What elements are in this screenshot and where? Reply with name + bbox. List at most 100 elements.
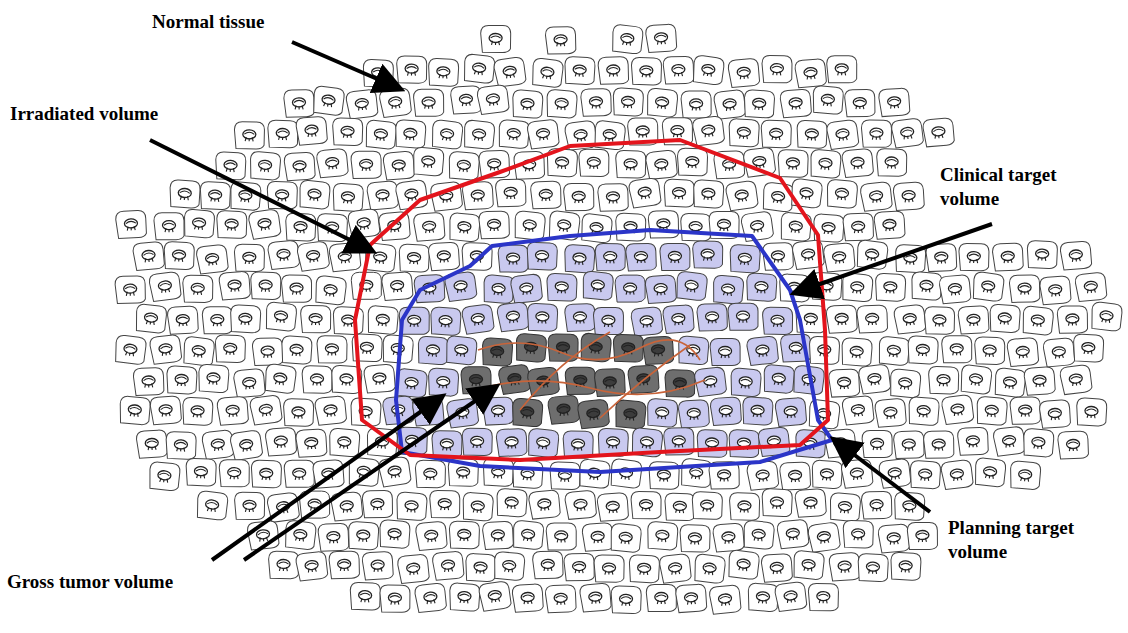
cell [546, 523, 576, 550]
nucleus-detail [309, 191, 320, 201]
nucleus-detail [360, 593, 370, 602]
cell [796, 120, 828, 149]
cell [332, 306, 363, 334]
nucleus-detail [704, 565, 715, 575]
cell-membrane [493, 57, 526, 88]
cell [580, 213, 613, 244]
cell-membrane [1039, 400, 1071, 429]
cell-membrane [809, 149, 841, 179]
nucleus-detail [126, 221, 136, 230]
nucleus-detail [147, 441, 157, 451]
nucleus-detail [818, 594, 828, 603]
cell-membrane [136, 430, 167, 459]
cell [746, 461, 779, 491]
ctv-outline [396, 230, 832, 472]
cell-membrane [826, 119, 859, 149]
cell-membrane [233, 368, 265, 397]
nucleus-detail [641, 439, 652, 449]
cell [696, 429, 727, 457]
nucleus-detail [591, 99, 601, 108]
cell [136, 430, 167, 459]
cell-membrane [928, 366, 959, 394]
cell [398, 244, 429, 273]
nucleus-detail [707, 314, 717, 323]
cell-membrane [1058, 431, 1089, 459]
nucleus-detail [129, 407, 140, 417]
cell [350, 582, 381, 610]
cell-membrane [725, 180, 758, 211]
cell [512, 584, 543, 613]
nucleus-detail [756, 284, 767, 294]
nucleus-detail [260, 283, 270, 292]
nucleus-detail [539, 501, 550, 511]
cell [664, 493, 695, 521]
cell-membrane [580, 213, 613, 244]
cell-membrane [974, 457, 1007, 487]
cell-membrane [462, 492, 494, 522]
cell-membrane [219, 271, 251, 300]
cell-membrane [909, 460, 941, 489]
cell [215, 335, 246, 363]
cell-membrane [250, 272, 281, 300]
cell [692, 179, 724, 208]
cell-membrane [1010, 397, 1040, 424]
nucleus-detail [984, 469, 995, 479]
nucleus-detail [227, 407, 238, 417]
cell [646, 88, 679, 118]
cell-membrane [495, 179, 526, 207]
nucleus-detail [406, 503, 417, 513]
cell [185, 458, 216, 486]
cell-membrane [317, 336, 348, 364]
nucleus-detail [537, 439, 548, 449]
cell-membrane [201, 429, 234, 459]
cell [448, 583, 480, 612]
nucleus-detail [306, 440, 317, 450]
cell-membrane [267, 240, 299, 270]
nucleus-detail [508, 131, 519, 141]
cell-membrane [182, 336, 215, 367]
cell [233, 368, 265, 397]
cell [908, 396, 940, 425]
cell-membrane [234, 492, 265, 520]
leader-arrow [836, 441, 930, 512]
cell [646, 584, 676, 611]
cell [182, 336, 215, 367]
cell [283, 398, 314, 426]
cell [677, 148, 708, 176]
nucleus-detail [160, 407, 171, 417]
cell [199, 181, 230, 209]
cell [860, 181, 893, 211]
cell [513, 210, 546, 240]
nucleus-detail [821, 471, 832, 481]
cell [941, 459, 974, 489]
nucleus-detail [522, 532, 533, 542]
nucleus-detail [406, 191, 417, 201]
cell-membrane [746, 461, 779, 491]
cell [297, 241, 330, 272]
cell-membrane [249, 395, 282, 426]
nucleus-detail [739, 69, 750, 79]
cell-membrane [890, 552, 922, 581]
nucleus-detail [757, 472, 768, 482]
cell-membrane [758, 427, 790, 457]
nucleus-detail [674, 190, 684, 199]
cell-membrane [675, 584, 707, 613]
nucleus-detail [1050, 287, 1061, 297]
cell-membrane [563, 244, 595, 273]
nucleus-detail [904, 193, 915, 203]
cell-membrane [378, 456, 411, 487]
cell [482, 521, 513, 549]
cell [149, 334, 182, 364]
cell [942, 336, 972, 363]
cell-membrane [427, 368, 459, 397]
nucleus-detail [686, 282, 697, 292]
nucleus-detail [311, 316, 321, 325]
nucleus-detail [986, 407, 997, 417]
cell [328, 428, 360, 457]
nucleus-detail [475, 564, 486, 574]
nucleus-detail [952, 406, 963, 416]
nucleus-detail [325, 407, 336, 417]
nucleus-detail [506, 499, 517, 509]
nucleus-detail [308, 252, 319, 262]
nucleus-detail [327, 346, 337, 355]
